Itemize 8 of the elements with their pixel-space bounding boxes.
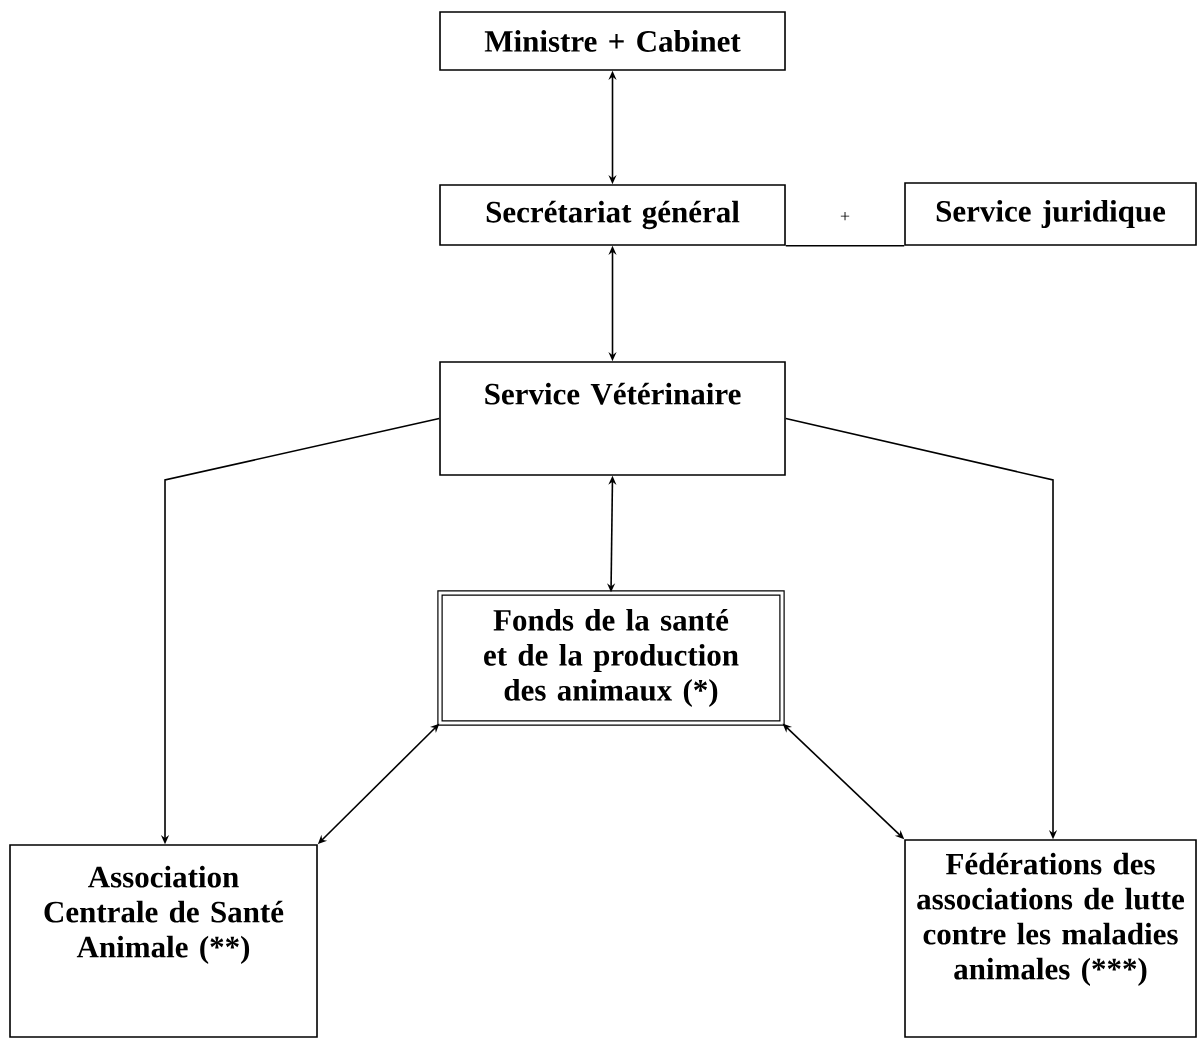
box: Association Centrale de Santé Animale (**)	[9, 844, 318, 1038]
edge-label: +	[838, 210, 852, 224]
box: Fédérations des associations de lutte contre les maladies animales (***)	[904, 839, 1197, 1038]
box: Ministre + Cabinet	[439, 11, 786, 71]
box: Secrétariat général	[439, 184, 786, 246]
framed-box: Fonds de la santé et de la production des animaux (*)	[437, 590, 785, 726]
box: Service juridique	[904, 182, 1197, 246]
box: Service Vétérinaire	[439, 361, 786, 476]
